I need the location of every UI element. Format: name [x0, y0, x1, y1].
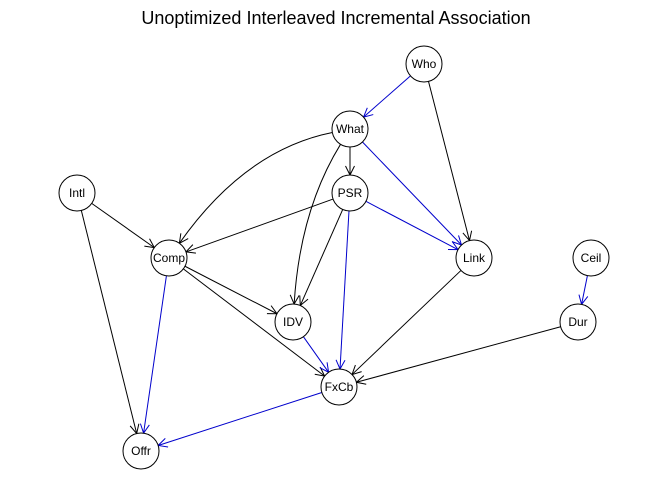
node-label: PSR — [338, 186, 363, 200]
edge-line — [183, 268, 325, 377]
edge-ceil-to-dur — [578, 275, 589, 306]
node-label: Comp — [153, 251, 185, 265]
diagram-title: Unoptimized Interleaved Incremental Asso… — [141, 8, 531, 28]
edge-line — [339, 210, 350, 370]
node-fxcb: FxCb — [320, 368, 358, 406]
node-label: Offr — [131, 444, 151, 458]
edge-line — [91, 202, 155, 249]
node-label: Who — [412, 57, 437, 71]
edge-fxcb-to-offr — [157, 392, 323, 448]
node-label: Intl — [69, 186, 85, 200]
edge-line — [80, 210, 138, 434]
edge-line — [351, 270, 462, 375]
edge-who-to-what — [362, 75, 411, 118]
edge-comp-to-offr — [139, 275, 167, 435]
edge-what-to-link — [362, 141, 463, 246]
edge-line — [299, 209, 344, 306]
node-circle — [572, 239, 610, 277]
node-comp: Comp — [150, 239, 188, 277]
edge-line — [178, 132, 333, 244]
edge-psr-to-link — [365, 200, 460, 251]
node-what: What — [331, 110, 369, 148]
edge-line — [363, 75, 411, 118]
edge-what-to-idv — [289, 144, 341, 306]
node-ceil: Ceil — [572, 239, 610, 277]
node-circle — [559, 303, 597, 341]
node-offr: Offr — [122, 432, 160, 470]
edge-line — [184, 265, 278, 315]
node-link: Link — [455, 239, 493, 277]
edge-line — [428, 81, 470, 241]
node-label: Ceil — [581, 251, 602, 265]
node-circle — [331, 174, 369, 212]
node-circle — [58, 174, 96, 212]
node-label: IDV — [283, 315, 303, 329]
edge-intl-to-offr — [80, 210, 140, 435]
node-label: Link — [463, 251, 486, 265]
edges-layer — [80, 75, 589, 448]
edge-line — [581, 275, 588, 305]
edge-line — [356, 326, 561, 383]
edge-idv-to-fxcb — [302, 336, 330, 374]
edge-line — [157, 392, 323, 446]
edge-psr-to-idv — [299, 209, 344, 307]
edge-intl-to-comp — [91, 202, 156, 249]
node-psr: PSR — [331, 174, 369, 212]
edge-dur-to-fxcb — [355, 326, 561, 385]
edge-line — [185, 198, 334, 253]
node-dur: Dur — [559, 303, 597, 341]
edge-line — [302, 336, 330, 373]
edge-line — [143, 275, 167, 434]
node-circle — [405, 45, 443, 83]
node-circle — [320, 368, 358, 406]
edge-line — [293, 144, 341, 305]
node-circle — [455, 239, 493, 277]
node-who: Who — [405, 45, 443, 83]
node-label: Dur — [568, 315, 587, 329]
node-label: What — [336, 122, 365, 136]
edge-line — [365, 200, 459, 251]
node-idv: IDV — [274, 303, 312, 341]
node-circle — [150, 239, 188, 277]
node-label: FxCb — [325, 380, 354, 394]
edge-psr-to-fxcb — [335, 210, 350, 371]
node-circle — [331, 110, 369, 148]
node-circle — [122, 432, 160, 470]
edge-line — [362, 141, 462, 246]
edge-link-to-fxcb — [351, 270, 462, 376]
node-intl: Intl — [58, 174, 96, 212]
edge-comp-to-idv — [184, 265, 278, 315]
edge-what-to-psr — [345, 147, 355, 177]
node-circle — [274, 303, 312, 341]
